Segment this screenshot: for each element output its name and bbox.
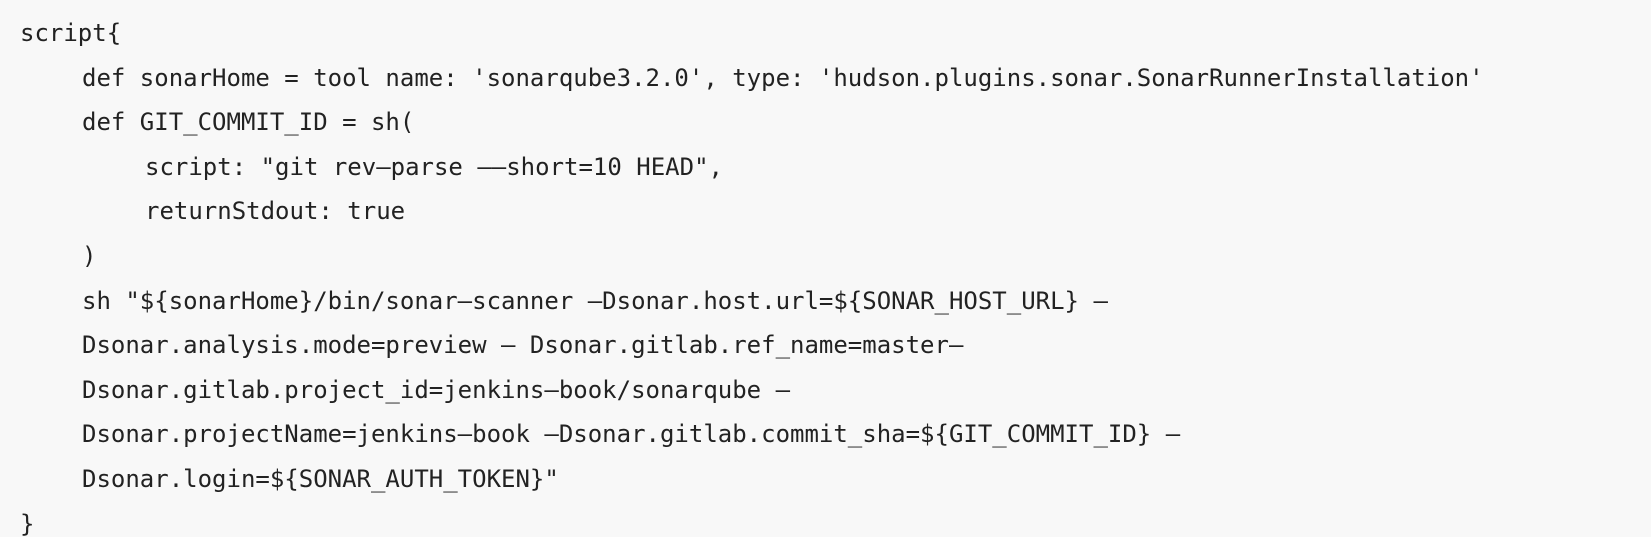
code-line: Dsonar.gitlab.project_id=jenkins—book/so… [82, 375, 791, 404]
code-line: Dsonar.login=${SONAR_AUTH_TOKEN}" [82, 464, 559, 493]
code-line: Dsonar.analysis.mode=preview — Dsonar.gi… [82, 331, 964, 360]
code-block: script{ def sonarHome = tool name: 'sona… [20, 19, 1484, 538]
code-line: Dsonar.projectName=jenkins—book —Dsonar.… [82, 420, 1181, 449]
code-line: sh "${sonarHome}/bin/sonar—scanner —Dson… [82, 286, 1108, 315]
code-line: def GIT_COMMIT_ID = sh( [82, 108, 415, 137]
code-line: ) [82, 241, 97, 270]
code-line: def sonarHome = tool name: 'sonarqube3.2… [82, 63, 1484, 92]
code-line: script{ [20, 19, 122, 47]
code-line: } [20, 509, 35, 538]
code-line: returnStdout: true [145, 197, 406, 226]
code-line: script: "git rev—parse ——short=10 HEAD", [145, 152, 723, 181]
